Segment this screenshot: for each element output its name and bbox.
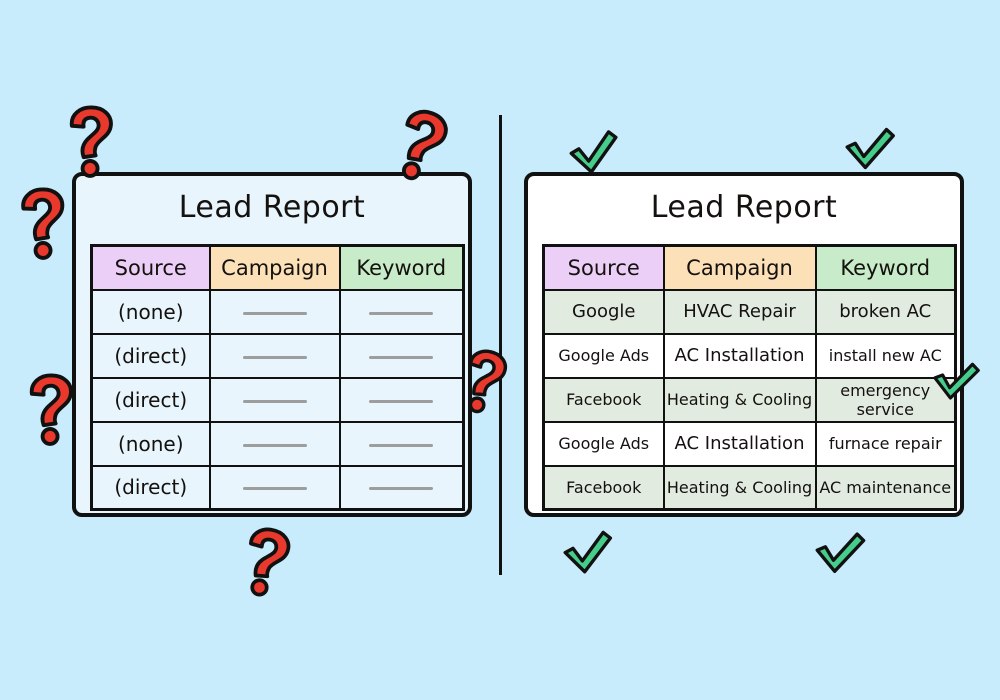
left-cell-campaign-empty: [208, 464, 341, 511]
placeholder-dash-icon: [242, 311, 307, 315]
check-mark-icon: [928, 355, 984, 404]
placeholder-dash-icon: [242, 443, 307, 447]
panel-divider: [499, 115, 502, 575]
right-cell-campaign: Heating & Cooling: [662, 464, 817, 511]
right-cell-source: Google Ads: [542, 332, 665, 379]
right-cell-campaign: Heating & Cooling: [662, 376, 817, 423]
question-mark-icon: [8, 182, 78, 263]
table-row: Facebook Heating & Cooling emergency ser…: [542, 376, 957, 423]
left-lead-report-table: Source Campaign Keyword (none) (direct): [90, 244, 465, 511]
placeholder-dash-icon: [242, 355, 307, 359]
left-cell-keyword-empty: [338, 464, 465, 511]
right-cell-campaign: AC Installation: [662, 332, 817, 379]
table-row: (direct): [90, 376, 465, 423]
left-cell-source: (none): [90, 288, 211, 335]
placeholder-dash-icon: [242, 487, 307, 491]
placeholder-dash-icon: [369, 443, 434, 447]
question-mark-icon: [386, 104, 456, 185]
right-lead-report-table: Source Campaign Keyword Google HVAC Repa…: [542, 244, 957, 511]
check-mark-icon: [810, 526, 869, 577]
right-cell-keyword: AC maintenance: [814, 464, 957, 511]
check-mark-icon: [841, 123, 899, 173]
placeholder-dash-icon: [369, 311, 434, 315]
table-row: (direct): [90, 332, 465, 379]
left-cell-campaign-empty: [208, 420, 341, 467]
left-cell-keyword-empty: [338, 420, 465, 467]
left-cell-source: (none): [90, 420, 211, 467]
table-row: (none): [90, 288, 465, 335]
right-card-title: Lead Report: [650, 190, 838, 225]
left-cell-keyword-empty: [338, 376, 465, 423]
left-cell-keyword-empty: [338, 288, 465, 335]
right-column-header-source: Source: [542, 244, 665, 291]
right-column-header-campaign: Campaign: [662, 244, 817, 291]
right-cell-campaign: AC Installation: [662, 420, 817, 467]
question-mark-icon: [236, 524, 297, 598]
left-cell-source: (direct): [90, 332, 211, 379]
left-card-title: Lead Report: [178, 190, 366, 225]
placeholder-dash-icon: [369, 399, 434, 403]
check-mark-icon: [564, 126, 623, 177]
placeholder-dash-icon: [242, 399, 307, 403]
table-row: Google Ads AC Installation furnace repai…: [542, 420, 957, 467]
right-cell-campaign: HVAC Repair: [662, 288, 817, 335]
left-column-header-campaign: Campaign: [208, 244, 341, 291]
question-mark-icon: [455, 345, 514, 415]
left-cell-campaign-empty: [208, 332, 341, 379]
left-cell-source: (direct): [90, 464, 211, 511]
placeholder-dash-icon: [369, 355, 434, 359]
right-cell-source: Google Ads: [542, 420, 665, 467]
left-column-header-keyword: Keyword: [338, 244, 465, 291]
question-mark-icon: [17, 368, 85, 448]
right-cell-keyword: broken AC: [814, 288, 957, 335]
left-table-header-row: Source Campaign Keyword: [90, 244, 465, 291]
right-cell-keyword: install new AC: [814, 332, 957, 379]
right-column-header-keyword: Keyword: [814, 244, 957, 291]
right-cell-source: Facebook: [542, 376, 665, 423]
left-cell-source: (direct): [90, 376, 211, 423]
left-lead-report-card: Lead Report Source Campaign Keyword (non…: [72, 172, 472, 517]
right-table-header-row: Source Campaign Keyword: [542, 244, 957, 291]
left-cell-campaign-empty: [208, 376, 341, 423]
table-row: Google HVAC Repair broken AC: [542, 288, 957, 335]
table-row: Google Ads AC Installation install new A…: [542, 332, 957, 379]
table-row: (direct): [90, 464, 465, 511]
question-mark-icon: [57, 100, 125, 180]
table-row: (none): [90, 420, 465, 467]
right-lead-report-card: Lead Report Source Campaign Keyword Goog…: [524, 172, 964, 517]
left-cell-keyword-empty: [338, 332, 465, 379]
check-mark-icon: [559, 527, 617, 577]
right-cell-source: Facebook: [542, 464, 665, 511]
placeholder-dash-icon: [369, 487, 434, 491]
right-cell-keyword: furnace repair: [814, 420, 957, 467]
table-row: Facebook Heating & Cooling AC maintenanc…: [542, 464, 957, 511]
left-column-header-source: Source: [90, 244, 211, 291]
right-cell-source: Google: [542, 288, 665, 335]
right-cell-keyword: emergency service: [814, 376, 957, 423]
left-cell-campaign-empty: [208, 288, 341, 335]
